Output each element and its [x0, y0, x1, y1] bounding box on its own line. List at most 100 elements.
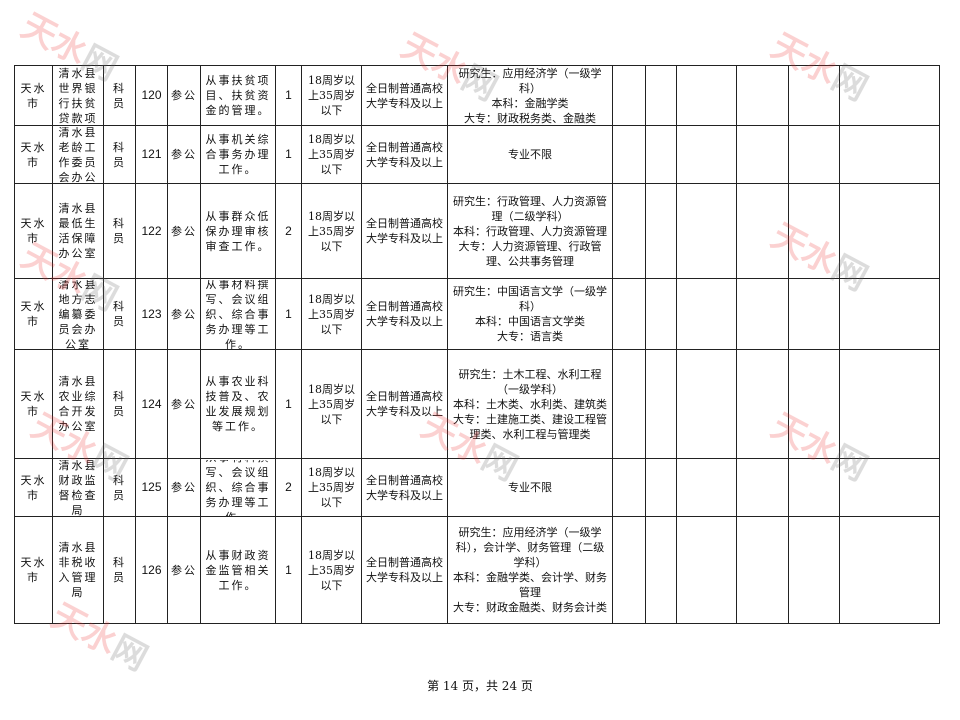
code-cell: 120	[135, 65, 168, 126]
empty-cell	[736, 458, 789, 517]
code-cell: 123	[135, 278, 168, 350]
city-cell: 天水市	[14, 349, 53, 459]
empty-cell	[788, 516, 840, 624]
empty-cell	[676, 516, 737, 624]
count-cell: 1	[275, 516, 302, 624]
major-line: 本科：金融学类	[491, 96, 569, 110]
major-line: 本科：行政管理、人力资源管理	[453, 224, 607, 238]
duty-cell: 从事群众低保办理审核审查工作。	[200, 183, 276, 279]
age-cell: 18周岁以上35周岁以下	[301, 65, 362, 126]
major-line: 研究生：应用经济学（一级学科）	[458, 66, 602, 95]
empty-cell	[676, 125, 737, 184]
type-cell: 参公	[167, 278, 201, 350]
major-line: 专业不限	[508, 481, 552, 494]
rank-cell: 科员	[103, 516, 136, 624]
edu-cell: 全日制普通高校大学专科及以上	[361, 125, 448, 184]
rank-cell: 科员	[103, 183, 136, 279]
empty-cell	[788, 278, 840, 350]
page-footer: 第 14 页，共 24 页	[427, 679, 533, 693]
age-cell: 18周岁以上35周岁以下	[301, 458, 362, 517]
empty-cell	[788, 349, 840, 459]
major-line: 本科：土木类、水利类、建筑类	[453, 397, 607, 411]
empty-cell	[839, 349, 940, 459]
major-cell: 专业不限	[447, 125, 613, 184]
count-cell: 1	[275, 349, 302, 459]
empty-cell	[612, 516, 646, 624]
empty-cell	[839, 183, 940, 279]
duty-cell: 从事材料撰写、会议组织、综合事务办理等工作。	[200, 278, 276, 350]
unit-cell: 清水县财政监督检查局	[52, 458, 104, 517]
unit-cell: 清水县非税收入管理局	[52, 516, 104, 624]
rank-cell: 科员	[103, 349, 136, 459]
code-cell: 121	[135, 125, 168, 184]
city-cell: 天水市	[14, 278, 53, 350]
duty-cell: 从事扶贫项目、扶贫资金的管理。	[200, 65, 276, 126]
empty-cell	[788, 458, 840, 517]
empty-cell	[612, 349, 646, 459]
empty-cell	[736, 349, 789, 459]
unit-cell: 清水县最低生活保障办公室	[52, 183, 104, 279]
city-cell: 天水市	[14, 65, 53, 126]
major-line: 研究生：应用经济学（一级学科），会计学、财务管理（二级学科）	[455, 526, 605, 569]
age-cell: 18周岁以上35周岁以下	[301, 278, 362, 350]
age-cell: 18周岁以上35周岁以下	[301, 125, 362, 184]
edu-cell: 全日制普通高校大学专科及以上	[361, 65, 448, 126]
count-cell: 2	[275, 458, 302, 517]
unit-cell: 清水县地方志编纂委员会办公室	[52, 278, 104, 350]
type-cell: 参公	[167, 349, 201, 459]
major-line: 本科：中国语言文学类	[475, 315, 585, 328]
major-line: 大专：人力资源管理、行政管理、公共事务管理	[458, 239, 602, 268]
age-cell: 18周岁以上35周岁以下	[301, 349, 362, 459]
empty-cell	[612, 125, 646, 184]
empty-cell	[612, 183, 646, 279]
empty-cell	[676, 65, 737, 126]
major-line: 大专：财政金融类、财务会计类	[453, 601, 607, 614]
code-cell: 125	[135, 458, 168, 517]
empty-cell	[736, 278, 789, 350]
major-line: 研究生：中国语言文学（一级学科）	[453, 285, 607, 313]
duty-cell: 从事材料撰写、会议组织、综合事务办理等工作。	[200, 458, 276, 517]
empty-cell	[839, 278, 940, 350]
empty-cell	[676, 458, 737, 517]
edu-cell: 全日制普通高校大学专科及以上	[361, 458, 448, 517]
major-cell: 研究生：应用经济学（一级学科）本科：金融学类大专：财政税务类、金融类	[447, 65, 613, 126]
empty-cell	[839, 458, 940, 517]
empty-cell	[645, 65, 677, 126]
major-line: 大专：语言类	[497, 330, 563, 343]
city-cell: 天水市	[14, 458, 53, 517]
empty-cell	[736, 183, 789, 279]
empty-cell	[645, 183, 677, 279]
empty-cell	[645, 516, 677, 624]
empty-cell	[645, 458, 677, 517]
major-cell: 研究生：行政管理、人力资源管理（二级学科）本科：行政管理、人力资源管理大专：人力…	[447, 183, 613, 279]
empty-cell	[612, 458, 646, 517]
empty-cell	[839, 125, 940, 184]
major-cell: 专业不限	[447, 458, 613, 517]
rank-cell: 科员	[103, 65, 136, 126]
empty-cell	[736, 65, 789, 126]
edu-cell: 全日制普通高校大学专科及以上	[361, 278, 448, 350]
type-cell: 参公	[167, 125, 201, 184]
empty-cell	[736, 125, 789, 184]
empty-cell	[736, 516, 789, 624]
edu-cell: 全日制普通高校大学专科及以上	[361, 349, 448, 459]
empty-cell	[645, 278, 677, 350]
unit-cell: 清水县老龄工作委员会办公	[52, 125, 104, 184]
duty-cell: 从事机关综合事务办理工作。	[200, 125, 276, 184]
city-cell: 天水市	[14, 516, 53, 624]
empty-cell	[612, 278, 646, 350]
empty-cell	[612, 65, 646, 126]
empty-cell	[645, 349, 677, 459]
major-cell: 研究生：应用经济学（一级学科），会计学、财务管理（二级学科）本科：金融学类、会计…	[447, 516, 613, 624]
count-cell: 1	[275, 65, 302, 126]
empty-cell	[839, 516, 940, 624]
rank-cell: 科员	[103, 458, 136, 517]
type-cell: 参公	[167, 516, 201, 624]
empty-cell	[839, 65, 940, 126]
count-cell: 1	[275, 278, 302, 350]
city-cell: 天水市	[14, 183, 53, 279]
empty-cell	[788, 183, 840, 279]
code-cell: 126	[135, 516, 168, 624]
